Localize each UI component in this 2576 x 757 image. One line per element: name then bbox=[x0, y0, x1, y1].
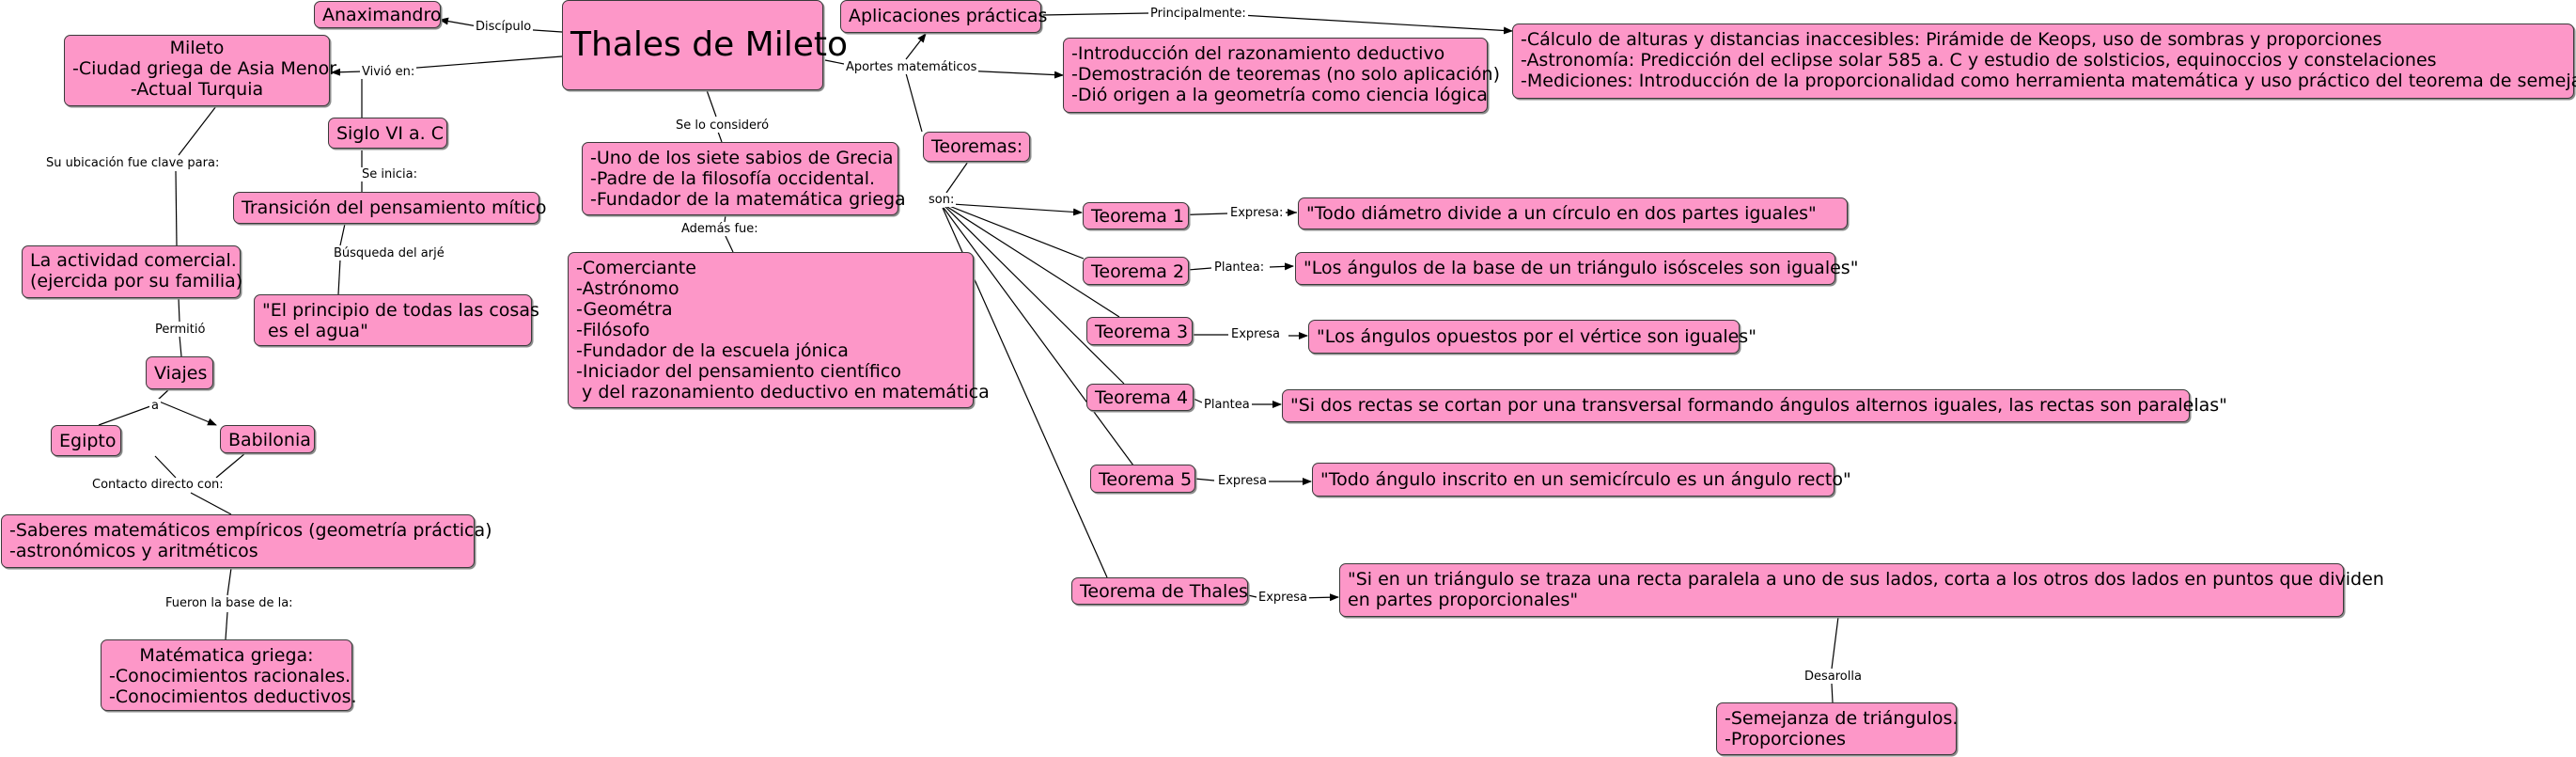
node-thales-de-mileto[interactable]: Thales de Mileto bbox=[562, 0, 848, 90]
node-siete-sabios[interactable]: -Uno de los siete sabios de Grecia -Padr… bbox=[582, 142, 906, 215]
label-se-inicia: Se inicia: bbox=[360, 167, 419, 181]
label-plantea-4: Plantea bbox=[1202, 398, 1252, 412]
node-quote-teorema-thales[interactable]: "Si en un triángulo se traza una recta p… bbox=[1339, 563, 2384, 617]
node-transicion-mitico[interactable]: Transición del pensamiento mítico bbox=[233, 192, 547, 224]
label-expresa-3: Expresa bbox=[1229, 327, 1282, 341]
node-calculo-alturas[interactable]: -Cálculo de alturas y distancias inacces… bbox=[1512, 24, 2576, 99]
node-teorema-de-thales[interactable]: Teorema de Thales bbox=[1071, 577, 1248, 605]
label-expresa-5: Expresa bbox=[1216, 474, 1269, 488]
label-contacto-directo: Contacto directo con: bbox=[90, 478, 226, 492]
label-principalmente: Principalmente: bbox=[1148, 7, 1248, 21]
label-permitio: Permitió bbox=[153, 323, 208, 337]
node-quote-teorema-2[interactable]: "Los ángulos de la base de un triángulo … bbox=[1295, 252, 1858, 285]
label-vivio-en: Vivió en: bbox=[360, 65, 417, 79]
node-mileto[interactable]: Mileto -Ciudad griega de Asia Menor -Act… bbox=[64, 35, 336, 106]
label-fueron-base: Fueron la base de la: bbox=[164, 596, 295, 610]
label-son: son: bbox=[927, 193, 957, 207]
label-expresa-thales: Expresa bbox=[1257, 591, 1309, 605]
node-quote-teorema-1[interactable]: "Todo diámetro divide a un círculo en do… bbox=[1298, 197, 1848, 229]
node-actividad-comercial[interactable]: La actividad comercial. (ejercida por su… bbox=[22, 245, 242, 298]
node-viajes[interactable]: Viajes bbox=[146, 356, 213, 389]
label-desarolla: Desarolla bbox=[1803, 670, 1864, 684]
node-introduccion-deductivo[interactable]: -Introducción del razonamiento deductivo… bbox=[1063, 38, 1500, 113]
label-se-lo-considero: Se lo consideró bbox=[674, 118, 772, 133]
node-teorema-2[interactable]: Teorema 2 bbox=[1083, 257, 1189, 285]
node-siglo-vi[interactable]: Siglo VI a. C bbox=[328, 118, 447, 149]
node-semejanza-proporciones[interactable]: -Semejanza de triángulos. -Proporciones bbox=[1716, 702, 1958, 755]
node-saberes-empiricos[interactable]: -Saberes matemáticos empíricos (geometrí… bbox=[1, 514, 492, 568]
node-aplicaciones-practicas[interactable]: Aplicaciones prácticas bbox=[840, 0, 1047, 33]
node-principio-agua[interactable]: "El principio de todas las cosas es el a… bbox=[254, 294, 539, 346]
label-ademas-fue: Además fue: bbox=[679, 222, 760, 236]
node-teorema-1[interactable]: Teorema 1 bbox=[1083, 202, 1189, 229]
node-quote-teorema-3[interactable]: "Los ángulos opuestos por el vértice son… bbox=[1308, 320, 1756, 354]
label-a: a bbox=[149, 399, 161, 413]
label-aportes-matematicos: Aportes matemáticos bbox=[844, 60, 979, 74]
label-plantea-2: Plantea: bbox=[1212, 260, 1267, 275]
label-busqueda-arje: Búsqueda del arjé bbox=[332, 246, 446, 260]
node-anaximandro[interactable]: Anaximandro bbox=[314, 1, 441, 28]
label-discipulo: Discípulo bbox=[474, 20, 534, 34]
node-quote-teorema-4[interactable]: "Si dos rectas se cortan por una transve… bbox=[1282, 389, 2227, 422]
label-expresa-1: Expresa: bbox=[1228, 206, 1286, 220]
node-teoremas[interactable]: Teoremas: bbox=[923, 132, 1030, 162]
node-teorema-5[interactable]: Teorema 5 bbox=[1090, 465, 1195, 493]
node-egipto[interactable]: Egipto bbox=[51, 425, 121, 456]
node-matematica-griega[interactable]: Matématica griega: -Conocimientos racion… bbox=[101, 639, 357, 711]
node-babilonia[interactable]: Babilonia bbox=[220, 425, 315, 453]
node-comerciante-astronomo[interactable]: -Comerciante -Astrónomo -Geométra -Filós… bbox=[568, 252, 990, 408]
node-teorema-3[interactable]: Teorema 3 bbox=[1086, 317, 1193, 345]
node-quote-teorema-5[interactable]: "Todo ángulo inscrito en un semicírculo … bbox=[1312, 463, 1851, 497]
label-ubicacion-clave: Su ubicación fue clave para: bbox=[44, 156, 222, 170]
node-teorema-4[interactable]: Teorema 4 bbox=[1086, 384, 1194, 411]
